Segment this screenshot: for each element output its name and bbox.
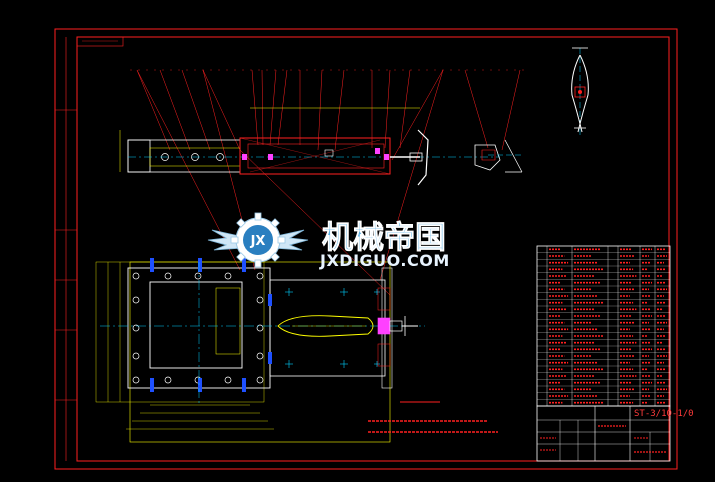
gear-icon: JX [230, 212, 286, 268]
technical-notes [368, 401, 498, 433]
watermark-brand-cn: 机械帝国 [322, 220, 446, 256]
side-elevation-view [119, 69, 525, 296]
drawing-frame [54, 28, 678, 470]
title-block: ST-3/10-1/0 [536, 405, 694, 462]
watermark-brand-en: JXDIGUO.COM [319, 251, 450, 270]
parts-list-rows [537, 248, 670, 404]
emblem-letters: JX [250, 234, 266, 249]
flange-bolt-holes [132, 272, 264, 384]
drawing-code: ST-3/10-1/0 [634, 409, 694, 419]
housing-bolts [242, 148, 389, 160]
plan-view [95, 258, 425, 443]
handwheel-detail-view [571, 47, 589, 138]
parts-list-table [536, 245, 671, 407]
bonnet-crosshairs [285, 288, 380, 368]
watermark-logo: JX 机械帝国 JXDIGUO.COM [207, 212, 450, 270]
flange-studs [150, 258, 272, 392]
